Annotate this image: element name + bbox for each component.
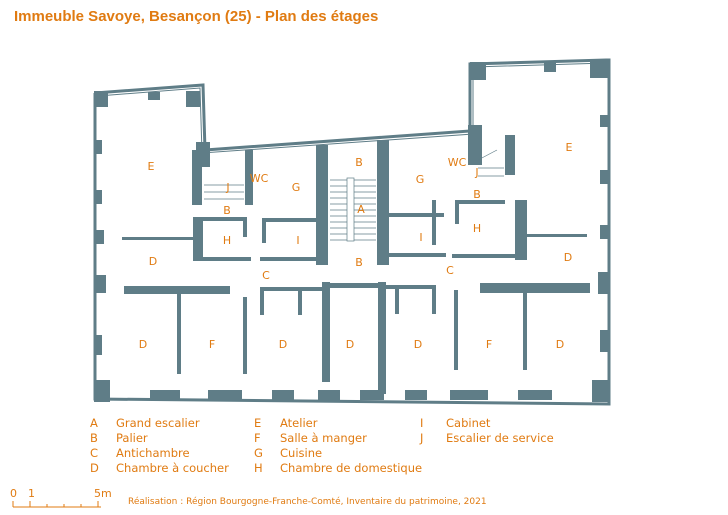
legend-col-2: E Atelier F Salle à manger G Cuisine H Chamb… (254, 416, 422, 476)
legend-key: C (90, 446, 99, 460)
legend-value: Cabinet (446, 416, 491, 430)
outer-walls (93, 58, 611, 406)
room-label: F (209, 338, 215, 351)
room-label: A (357, 203, 365, 216)
room-label: J (474, 166, 478, 179)
room-label: J (225, 181, 229, 194)
wall-piers (94, 60, 609, 402)
room-label: D (556, 338, 564, 351)
room-label: G (416, 173, 425, 186)
legend-key: E (254, 416, 262, 430)
room-label: F (486, 338, 492, 351)
room-label: B (223, 204, 231, 217)
room-label: I (296, 234, 299, 247)
legend-key: D (90, 461, 99, 475)
room-label: D (279, 338, 287, 351)
room-label: D (414, 338, 422, 351)
legend-key: G (254, 446, 263, 460)
room-label: E (148, 160, 155, 173)
legend-value: Chambre de domestique (280, 461, 423, 475)
room-label: WC (250, 172, 269, 185)
legend-value: Antichambre (116, 446, 190, 460)
room-label: E (566, 141, 573, 154)
room-label: C (262, 269, 270, 282)
room-label: WC (448, 156, 467, 169)
legend-key: B (90, 431, 98, 445)
scale-zero: 0 (10, 487, 17, 500)
legend-value: Grand escalier (116, 416, 200, 430)
legend-value: Chambre à coucher (116, 461, 229, 475)
room-label: D (346, 338, 354, 351)
legend-key: F (254, 431, 261, 445)
room-label: C (446, 264, 454, 277)
room-label: I (419, 231, 422, 244)
room-label: D (139, 338, 147, 351)
scale-one: 1 (28, 487, 35, 500)
room-label: B (473, 188, 481, 201)
room-label: D (564, 251, 572, 264)
scale-five: 5m (94, 487, 112, 500)
legend-col-1: A Grand escalier B Palier C Antichambre D Ch… (90, 416, 229, 476)
main-staircase-steps (204, 149, 504, 242)
legend-key: I (420, 416, 424, 430)
room-label: D (149, 255, 157, 268)
legend-value: Escalier de service (446, 431, 554, 445)
room-label: B (355, 156, 363, 169)
room-label: G (292, 181, 301, 194)
legend-value: Palier (116, 431, 148, 445)
legend-col-3: I Cabinet J Escalier de service (420, 416, 554, 446)
room-labels: E J WC G B H I D C B A B G WC J B E I H … (139, 141, 573, 351)
legend-key: H (254, 461, 263, 475)
credit: Réalisation : Région Bourgogne-Franche-C… (128, 497, 487, 507)
legend-value: Cuisine (280, 446, 323, 460)
legend-key: A (90, 416, 98, 430)
scale-bar: 0 1 5m (8, 487, 118, 509)
legend-value: Salle à manger (280, 431, 367, 445)
legend-key: J (420, 431, 424, 445)
room-label: B (355, 256, 363, 269)
room-label: H (223, 234, 231, 247)
page-title: Immeuble Savoye, Besançon (25) - Plan de… (14, 8, 379, 25)
legend-value: Atelier (280, 416, 318, 430)
room-label: H (473, 222, 481, 235)
